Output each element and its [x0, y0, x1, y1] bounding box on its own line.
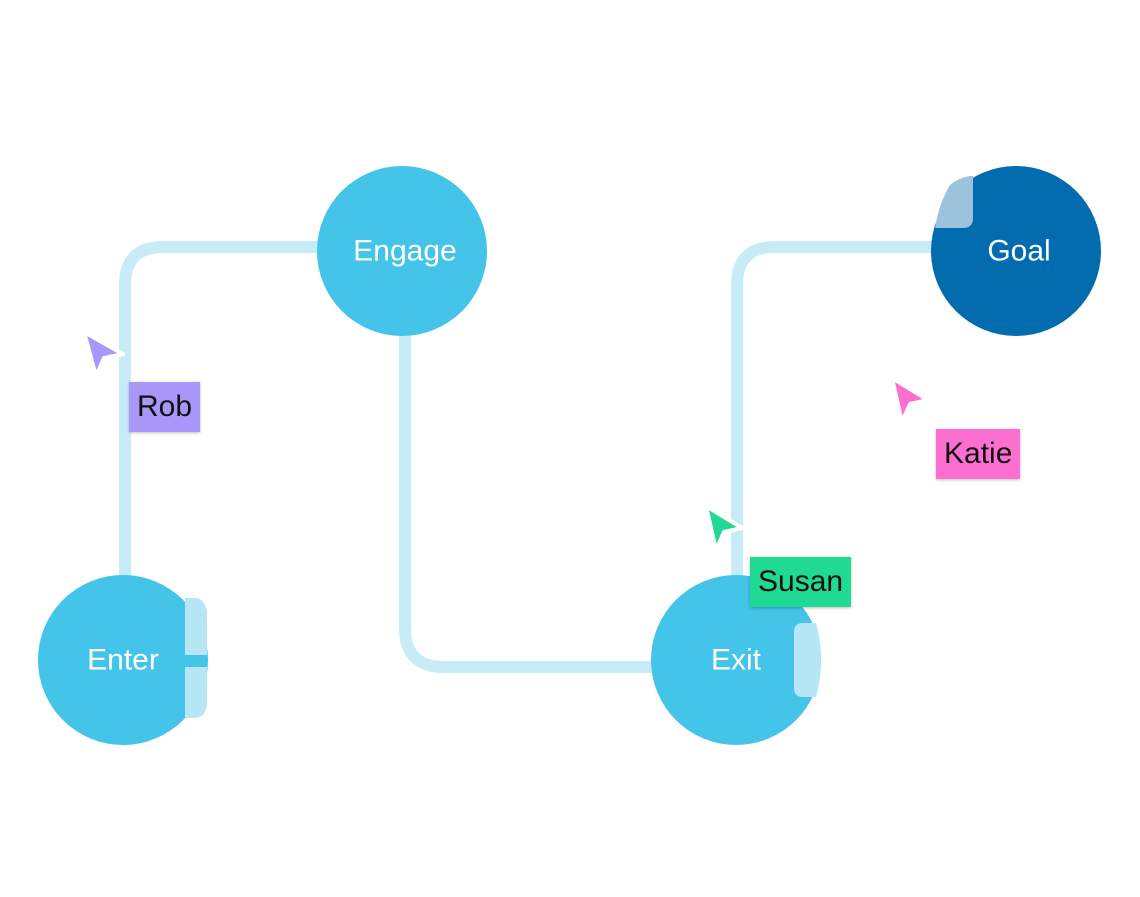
cursor-katie-tag: Katie: [936, 429, 1021, 479]
node-engage-circle[interactable]: [317, 166, 487, 336]
node-enter-label: Enter: [87, 644, 159, 677]
connector-engage-exit: [399, 324, 666, 673]
node-goal-label: Goal: [987, 235, 1050, 268]
node-enter-tab-upper: [185, 598, 207, 655]
connector-exit-goal: [731, 241, 946, 586]
cursor-katie-icon: [890, 376, 930, 424]
node-enter-tab-lower: [185, 667, 207, 718]
node-engage[interactable]: Engage: [317, 166, 487, 336]
node-exit-tab: [794, 623, 821, 697]
node-exit[interactable]: Exit: [651, 575, 821, 745]
node-exit-circle[interactable]: [651, 575, 821, 745]
cursor-susan-tag: Susan: [750, 557, 852, 607]
cursor-susan-icon: [704, 504, 744, 552]
cursor-rob-icon: [82, 330, 125, 378]
node-enter[interactable]: Enter: [38, 575, 208, 745]
node-engage-label: Engage: [353, 235, 456, 268]
node-exit-label: Exit: [711, 644, 762, 677]
node-goal[interactable]: Goal: [931, 166, 1101, 336]
cursor-rob-tag: Rob: [129, 382, 201, 432]
node-goal-circle[interactable]: [931, 166, 1101, 336]
connector-enter-engage: [119, 241, 336, 606]
node-enter-circle[interactable]: [38, 575, 208, 745]
node-goal-tab: [935, 176, 973, 228]
